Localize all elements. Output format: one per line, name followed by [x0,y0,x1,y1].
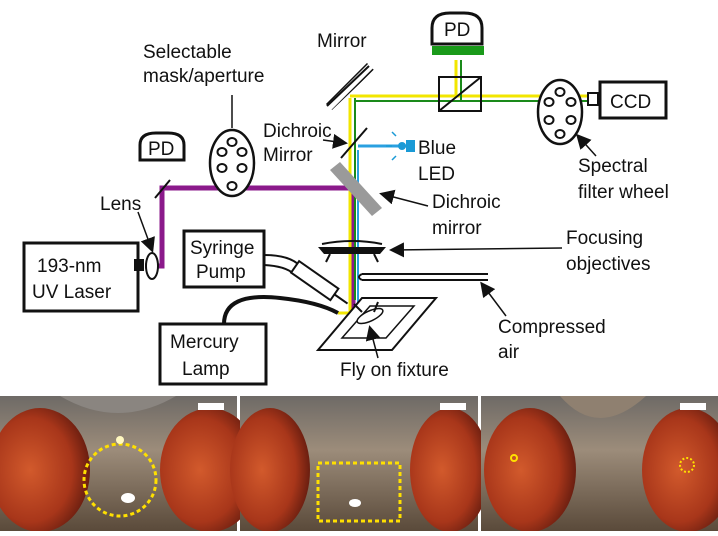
focusing-label-line2: objectives [566,254,651,275]
uv-laser: 193-nm UV Laser [22,241,144,313]
photo-strip [0,396,718,532]
compressed-air-tube [358,273,488,281]
beam-splitter-cube [438,76,482,112]
dichroic-mirror-top [340,127,368,159]
laser-label-line2: UV Laser [32,282,112,303]
blue-led [386,131,415,161]
dichroic-label-line1: Dichroic [263,121,332,142]
fly-fixture [315,297,439,351]
dichroic-label-line2: Mirror [263,145,313,166]
dichroic-mirror-gray [330,162,382,216]
blue-led-label-line2: LED [418,164,455,185]
mask-aperture-wheel [208,128,256,198]
uv-beam [145,185,356,310]
mirror-label: Mirror [317,31,367,52]
focusing-objective [318,240,386,263]
syringe-label-line2: Pump [196,262,246,283]
blue-led-label-line1: Blue [418,138,456,159]
top-photodiode: PD [430,11,484,55]
beam-paths [145,60,600,315]
mercury-label-line1: Mercury [170,332,239,353]
mask-label-line2: mask/aperture [143,66,264,87]
lens-label: Lens [100,194,141,215]
mercury-lamp: Mercury Lamp [158,322,268,386]
fly-label: Fly on fixture [340,360,449,381]
lens [145,252,159,280]
ccd-label: CCD [610,92,651,113]
focusing-label-line1: Focusing [566,228,643,249]
syringe-label-line1: Syringe [190,238,254,259]
compressed-label-line2: air [498,342,520,363]
dichroic2-label-line2: mirror [432,218,482,239]
syringe-pump: Syringe Pump [182,229,266,289]
left-photodiode: PD [138,131,186,162]
mask-label-line1: Selectable [143,42,232,63]
light-guide [222,295,339,325]
syringe [289,259,349,305]
laser-label-line1: 193-nm [37,256,101,277]
ccd-camera: CCD [587,80,668,120]
pd-left-label: PD [148,139,174,160]
mercury-label-line2: Lamp [182,359,230,380]
rectangular-aperture-photo [230,396,490,532]
spot-aperture-photo [481,396,718,532]
spectral-label-line1: Spectral [578,156,648,177]
dichroic2-label-line1: Dichroic [432,192,501,213]
top-mirror [322,60,374,110]
spectral-label-line2: filter wheel [578,182,669,203]
circular-aperture-photo [0,396,260,532]
compressed-label-line1: Compressed [498,317,606,338]
pickoff-mirror [154,179,171,199]
pd-top-label: PD [444,20,470,41]
spectral-filter-wheel [536,78,584,146]
